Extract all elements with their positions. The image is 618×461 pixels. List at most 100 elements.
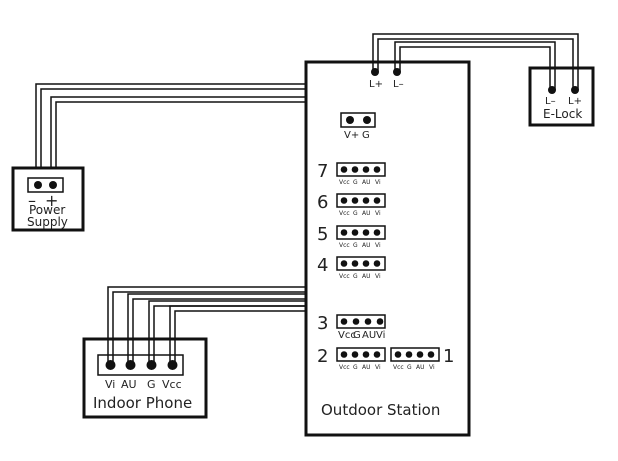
port-connector [336,193,386,208]
port-pin-label: Vcc [338,330,356,341]
port-pin [376,318,384,325]
port-pin [351,229,359,236]
indoor-phone-au-label: AU [121,378,137,391]
port-number: 5 [317,224,328,245]
power-terminal-g-pin [363,116,371,124]
port-pin [364,318,372,325]
port-pin [362,197,370,204]
port-pin-label: AU [362,210,371,217]
wire-lock-lplus [372,33,579,92]
indoor-phone-vi-pin [105,360,116,370]
indoor-phone-terminal [97,354,184,376]
port-pin [416,351,424,358]
port-pin [362,351,370,358]
indoor-phone-vi-label: Vi [105,378,115,391]
port-5: 5 Vcc G AU Vi [317,224,386,249]
e-lock-title: E-Lock [543,107,582,121]
port-2: 2 Vcc G AU Vi [317,346,386,371]
port-pin-label: AU [416,364,425,371]
power-supply-minus-pin [34,181,42,189]
port-number: 1 [443,346,454,367]
power-supply: – + Power Supply [11,166,85,232]
port-pin [351,260,359,267]
port-pin-label: AU [362,364,371,371]
port-pin [340,351,348,358]
port-pin-label: AU [362,273,371,280]
port-number: 7 [317,161,328,182]
port-pin-label: G [353,210,358,217]
port-pin-label: Vi [429,364,435,371]
port-pin [340,197,348,204]
port-pin-label: G [407,364,412,371]
power-terminal-g-label: G [362,130,370,141]
lock-terminal-lplus-pin [371,68,379,76]
indoor-phone-au-pin [125,360,136,370]
port-pin-label: Vi [376,330,385,341]
indoor-phone-vcc-label: Vcc [162,378,182,391]
port-pin-label: AU [362,179,371,186]
port-connector [336,347,386,362]
power-supply-title-line2: Supply [27,215,68,229]
port-pin [373,260,381,267]
port-pin [373,197,381,204]
port-connector [336,256,386,271]
port-pin-label: Vi [375,242,381,249]
lock-terminal: L+ L– [369,68,404,90]
outdoor-station-box [304,60,471,437]
indoor-phone-g-pin [146,360,157,370]
port-pin [373,166,381,173]
e-lock-box [528,66,595,127]
port-7: 7 Vcc G AU Vi [317,161,386,186]
indoor-phone: Vi AU G Vcc Indoor Phone [82,337,208,419]
port-pin [362,229,370,236]
port-pin-label: G [353,179,358,186]
port-pin [362,166,370,173]
port-pin [362,260,370,267]
e-lock-lminus-label: L– [545,96,556,107]
port-pin-label: G [353,273,358,280]
lock-terminal-lminus-label: L– [393,79,404,90]
port-connector [336,225,386,240]
port-pin-label: G [353,242,358,249]
e-lock-lplus-label: L+ [568,96,582,107]
port-pin-label: Vcc [339,364,350,371]
port-pin-label: AU [362,330,376,341]
port-pin-label: G [353,330,361,341]
power-terminal-vplus-pin [346,116,354,124]
port-pin [351,197,359,204]
port-pin [351,351,359,358]
power-terminal-vplus-label: V+ [344,130,359,141]
power-terminal: V+ G [340,112,376,141]
port-1: 1 Vcc G AU Vi [390,346,454,371]
lock-terminal-lminus-pin [393,68,401,76]
port-pin-label: Vcc [339,179,350,186]
port-pin-label: G [353,364,358,371]
lock-terminal-lplus-label: L+ [369,79,383,90]
port-pin-label: Vi [375,273,381,280]
port-number: 4 [317,255,328,276]
port-pin [373,351,381,358]
indoor-phone-title: Indoor Phone [93,394,192,412]
port-pin [351,166,359,173]
port-connector [390,347,440,362]
port-pin-label: Vi [375,179,381,186]
port-pin-label: AU [362,242,371,249]
power-supply-plus-label: + [45,191,58,210]
port-pin [352,318,360,325]
port-pin-label: Vi [375,364,381,371]
e-lock-lminus-pin [548,86,556,94]
port-number: 2 [317,346,328,367]
port-pin-label: Vcc [393,364,404,371]
power-supply-minus-label: – [28,191,36,210]
port-connector [336,314,386,329]
port-4: 4 Vcc G AU Vi [317,255,386,280]
port-pin [340,260,348,267]
port-pin [373,229,381,236]
port-pin [394,351,402,358]
indoor-phone-box [82,337,208,419]
power-supply-terminal [27,177,64,193]
port-pin-label: Vi [375,210,381,217]
port-connector [336,162,386,177]
